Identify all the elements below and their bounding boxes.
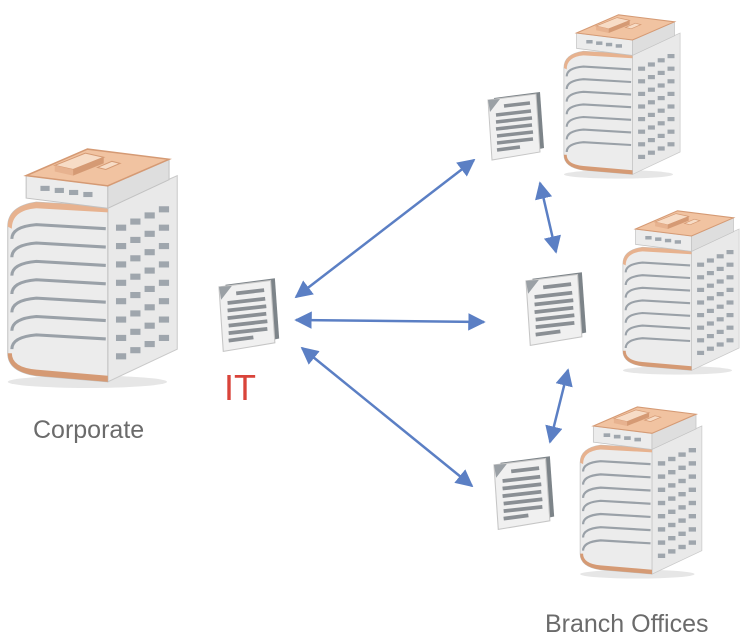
building-icon (562, 13, 682, 180)
building-icon (579, 405, 703, 580)
corporate-label: Corporate (33, 416, 145, 444)
arrow-it-to-branch-top (294, 158, 476, 299)
document-icon (217, 276, 282, 354)
building-icon (621, 209, 741, 376)
document-icon (524, 270, 589, 348)
arrow-it-to-branch-bottom (300, 346, 474, 488)
branch-offices-label: Branch Offices (545, 610, 709, 638)
arrow-branch-middle-to-bottom (545, 368, 573, 444)
arrow-it-to-branch-middle (294, 311, 486, 331)
document-icon (486, 90, 546, 162)
arrow-branch-top-to-middle (535, 181, 561, 254)
document-icon (492, 454, 557, 532)
it-label: IT (224, 367, 256, 408)
building-icon (6, 147, 179, 390)
